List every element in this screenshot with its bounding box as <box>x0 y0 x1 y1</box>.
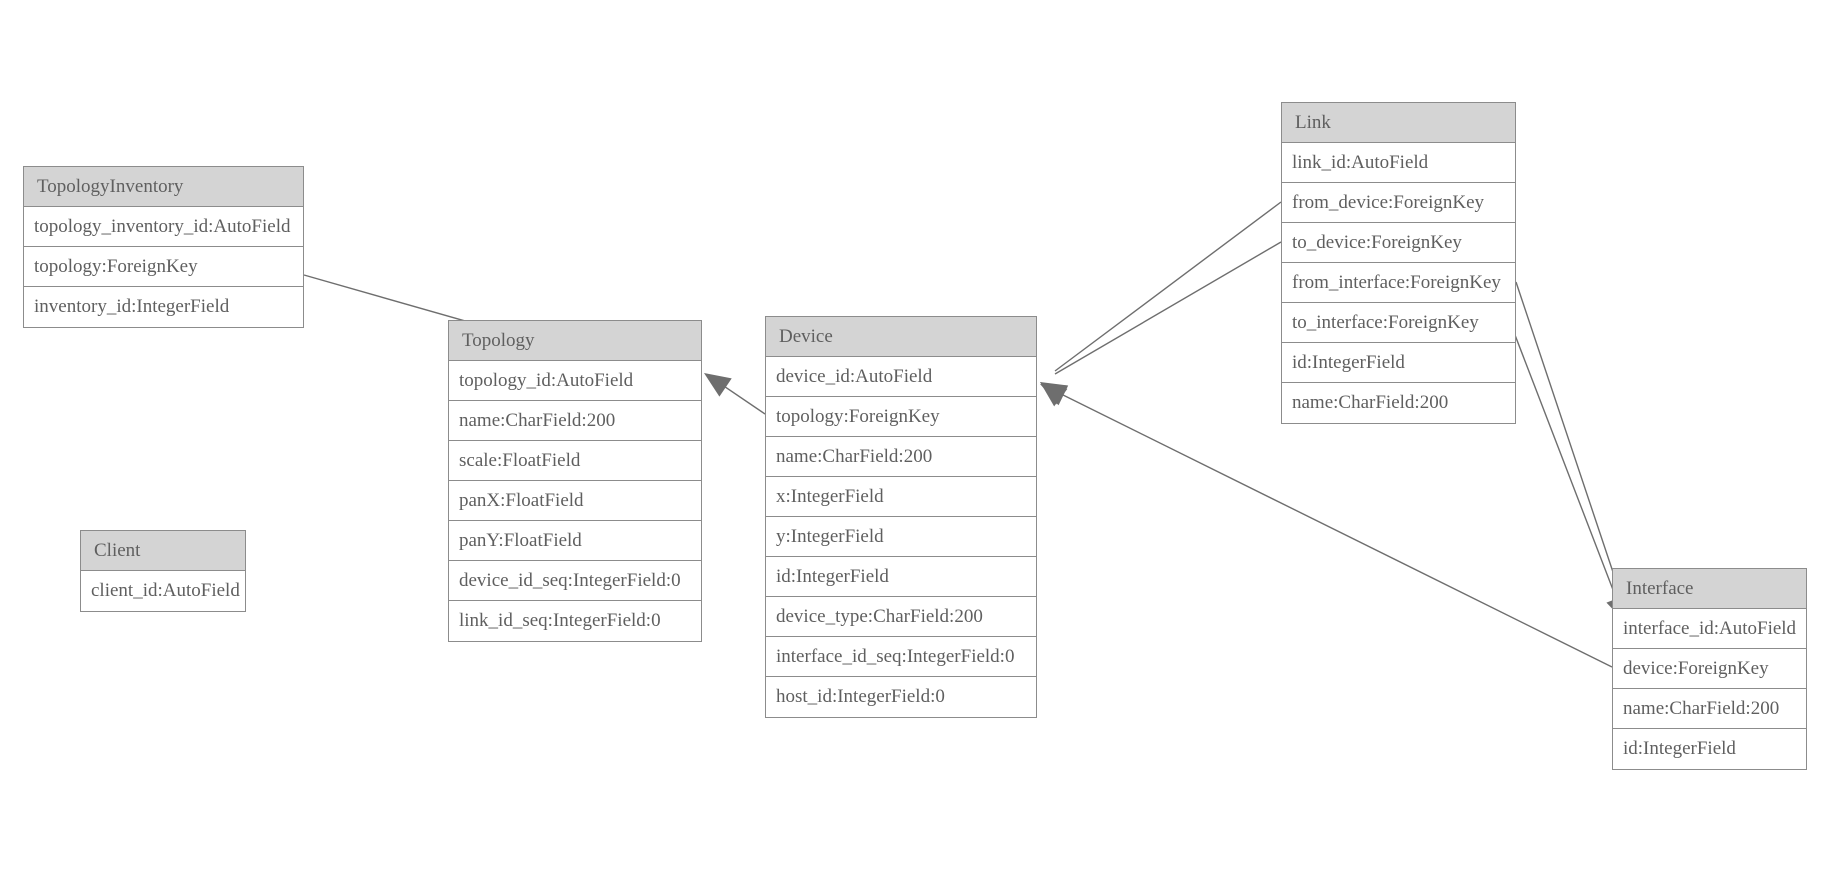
entity-title: TopologyInventory <box>24 167 303 207</box>
entity-field-row: name:CharField:200 <box>766 437 1036 477</box>
entity-topology[interactable]: Topology topology_id:AutoField name:Char… <box>448 320 702 642</box>
entity-field-row: device:ForeignKey <box>1613 649 1806 689</box>
relationship-line <box>1509 321 1621 609</box>
entity-field-row: scale:FloatField <box>449 441 701 481</box>
entity-title: Device <box>766 317 1036 357</box>
entity-field-row: name:CharField:200 <box>449 401 701 441</box>
entity-field-row: name:CharField:200 <box>1613 689 1806 729</box>
entity-device[interactable]: Device device_id:AutoField topology:Fore… <box>765 316 1037 718</box>
entity-field-row: device_type:CharField:200 <box>766 597 1036 637</box>
entity-field-row: link_id:AutoField <box>1282 143 1515 183</box>
entity-field-row: device_id_seq:IntegerField:0 <box>449 561 701 601</box>
entity-field-row: topology_inventory_id:AutoField <box>24 207 303 247</box>
entity-field-row: id:IntegerField <box>1613 729 1806 769</box>
entity-field-row: interface_id:AutoField <box>1613 609 1806 649</box>
entity-field-row: inventory_id:IntegerField <box>24 287 303 327</box>
entity-field-row: id:IntegerField <box>1282 343 1515 383</box>
relationship-line <box>1054 241 1282 375</box>
entity-link[interactable]: Link link_id:AutoField from_device:Forei… <box>1281 102 1516 424</box>
entity-field-row: to_device:ForeignKey <box>1282 223 1515 263</box>
entity-field-row: from_interface:ForeignKey <box>1282 263 1515 303</box>
relationship-line <box>1054 201 1282 372</box>
entity-field-row: link_id_seq:IntegerField:0 <box>449 601 701 641</box>
entity-field-row: x:IntegerField <box>766 477 1036 517</box>
entity-field-row: panY:FloatField <box>449 521 701 561</box>
entity-field-row: to_interface:ForeignKey <box>1282 303 1515 343</box>
relationship-arrowhead <box>1040 384 1069 406</box>
entity-interface[interactable]: Interface interface_id:AutoField device:… <box>1612 568 1807 770</box>
entity-field-row: topology:ForeignKey <box>24 247 303 287</box>
entity-field-row: client_id:AutoField <box>81 571 245 611</box>
relationship-arrowhead <box>1040 382 1068 407</box>
entity-field-row: panX:FloatField <box>449 481 701 521</box>
entity-field-row: topology:ForeignKey <box>766 397 1036 437</box>
entity-field-row: id:IntegerField <box>766 557 1036 597</box>
entity-title: Topology <box>449 321 701 361</box>
entity-title: Link <box>1282 103 1515 143</box>
entity-field-row: interface_id_seq:IntegerField:0 <box>766 637 1036 677</box>
entity-field-row: name:CharField:200 <box>1282 383 1515 423</box>
relationship-line <box>1056 391 1613 668</box>
entity-field-row: device_id:AutoField <box>766 357 1036 397</box>
entity-field-row: topology_id:AutoField <box>449 361 701 401</box>
relationship-line <box>711 377 766 415</box>
entity-field-row: host_id:IntegerField:0 <box>766 677 1036 717</box>
entity-field-row: y:IntegerField <box>766 517 1036 557</box>
entity-field-row: from_device:ForeignKey <box>1282 183 1515 223</box>
entity-client[interactable]: Client client_id:AutoField <box>80 530 246 612</box>
entity-title: Interface <box>1613 569 1806 609</box>
entity-topology-inventory[interactable]: TopologyInventory topology_inventory_id:… <box>23 166 304 328</box>
relationship-line <box>1515 281 1626 609</box>
relationship-arrowhead <box>704 373 732 397</box>
relationship-arrowhead <box>1040 382 1069 405</box>
entity-title: Client <box>81 531 245 571</box>
